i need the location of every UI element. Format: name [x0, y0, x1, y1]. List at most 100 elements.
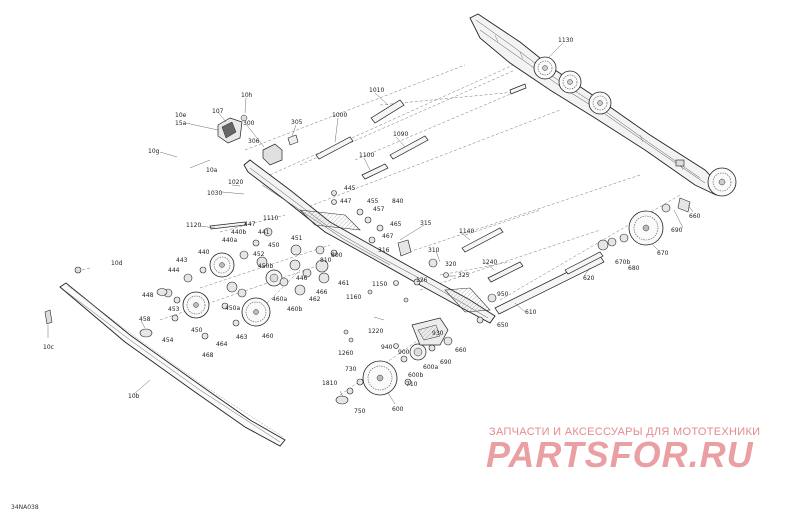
callout-1020: 1020	[228, 179, 243, 186]
callout-10a: 10a	[206, 167, 218, 174]
callout-15a: 15a	[175, 120, 187, 127]
callout-325: 325	[458, 272, 470, 279]
callout-447b: 447	[244, 221, 256, 228]
callout-1130: 1130	[558, 37, 573, 44]
callout-10g: 10g	[148, 148, 160, 155]
callout-950: 950	[497, 291, 509, 298]
callout-1090: 1090	[393, 131, 408, 138]
callout-1120: 1120	[186, 222, 201, 229]
callout-460b: 460b	[287, 306, 302, 313]
callout-10d: 10d	[111, 260, 123, 267]
wheel-440	[209, 252, 235, 278]
callout-1160: 1160	[346, 294, 361, 301]
block-300	[262, 134, 299, 166]
callout-468: 468	[202, 352, 214, 359]
shafts	[209, 83, 605, 315]
callout-466: 466	[316, 289, 328, 296]
callout-1010: 1010	[369, 87, 384, 94]
assembly-guide-lines	[75, 61, 681, 396]
callout-450: 450	[268, 242, 280, 249]
callout-447a: 447	[340, 198, 352, 205]
rear-rail-end-wheel	[675, 159, 737, 197]
callout-452: 452	[253, 251, 265, 258]
callout-448: 448	[142, 292, 154, 299]
callout-457: 457	[373, 206, 385, 213]
wheel-450	[182, 291, 210, 319]
callout-730: 730	[345, 366, 357, 373]
callout-690-lower: 690	[440, 359, 452, 366]
callout-126: 126	[416, 277, 428, 284]
callout-710: 710	[406, 381, 418, 388]
callout-600a: 600a	[423, 364, 438, 371]
watermark-tagline: ЗАПЧАСТИ И АКСЕССУАРЫ ДЛЯ МОТОТЕХНИКИ	[489, 426, 761, 438]
callout-10e: 10e	[175, 112, 187, 119]
main-rail	[243, 159, 496, 324]
callout-1240: 1240	[482, 259, 497, 266]
callout-306: 306	[248, 138, 260, 145]
callout-320: 320	[445, 261, 457, 268]
callout-455: 455	[367, 198, 379, 205]
wheel-450b	[265, 269, 283, 287]
callout-441: 441	[258, 229, 270, 236]
callout-458: 458	[139, 316, 151, 323]
callout-660: 660	[689, 213, 701, 220]
rear-rail-wheel-1	[533, 56, 557, 80]
bracket-107	[217, 114, 248, 144]
wheel-670	[628, 210, 664, 246]
callout-467: 467	[382, 233, 394, 240]
callout-460: 460	[262, 333, 274, 340]
callout-810: 810	[320, 257, 332, 264]
wheel-600	[362, 360, 398, 396]
callout-107: 107	[212, 108, 224, 115]
watermark-logo: PARTSFOR.RU	[486, 434, 754, 475]
bracket-900	[411, 317, 449, 346]
callout-610: 610	[525, 309, 537, 316]
callout-1150: 1150	[372, 281, 387, 288]
callout-443: 443	[176, 257, 188, 264]
small-parts-left	[139, 227, 338, 340]
callout-453: 453	[168, 306, 180, 313]
callout-462: 462	[309, 296, 321, 303]
callout-620: 620	[583, 275, 595, 282]
callout-600: 600	[392, 406, 404, 413]
callout-930: 930	[432, 330, 444, 337]
callout-440b: 440b	[231, 229, 246, 236]
callout-463: 463	[236, 334, 248, 341]
callout-305: 305	[291, 119, 303, 126]
callout-445: 445	[344, 185, 356, 192]
callout-461: 461	[338, 280, 350, 287]
callout-451: 451	[291, 235, 303, 242]
callout-labels: 1130 1010 1000 10h 107 10e 15a 300 305 3…	[43, 37, 701, 415]
callout-600b: 600b	[408, 372, 423, 379]
callout-680: 680	[628, 265, 640, 272]
callout-1810: 1810	[322, 380, 337, 387]
callout-454: 454	[162, 337, 174, 344]
callout-750: 750	[354, 408, 366, 415]
wheel-600a	[409, 343, 427, 361]
rear-rail-wheel-2	[558, 70, 582, 94]
callout-10c: 10c	[43, 344, 54, 351]
callout-444: 444	[168, 267, 180, 274]
callout-446: 446	[296, 275, 308, 282]
callout-1100: 1100	[359, 152, 374, 159]
callout-650: 650	[497, 322, 509, 329]
rear-rail-wheel-3	[588, 91, 612, 115]
callout-900: 900	[398, 349, 410, 356]
callout-1220: 1220	[368, 328, 383, 335]
callout-315: 315	[420, 220, 432, 227]
callout-1260: 1260	[338, 350, 353, 357]
callout-840: 840	[392, 198, 404, 205]
slide-screw-10c	[44, 309, 53, 325]
callout-440: 440	[198, 249, 210, 256]
leader-lines	[47, 42, 694, 405]
callout-464: 464	[216, 341, 228, 348]
callout-460a: 460a	[272, 296, 287, 303]
small-parts-lower	[335, 329, 453, 405]
callout-10h: 10h	[241, 92, 253, 99]
wheel-460	[241, 297, 271, 327]
callout-10b: 10b	[128, 393, 140, 400]
callout-450a: 450a	[225, 305, 240, 312]
bolt-10d	[74, 266, 82, 274]
small-parts-middle	[331, 190, 449, 303]
slide-rail	[59, 282, 286, 447]
